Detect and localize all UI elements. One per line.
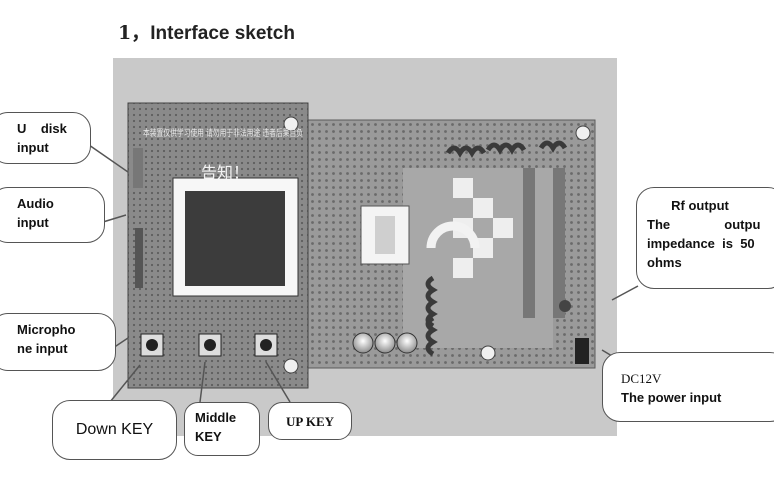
microphone-line1: Micropho [17,322,76,337]
down-key-callout: Down KEY [52,400,177,460]
u-disk-line1: U disk [17,121,67,136]
rf-output-line2: impedance is 50 [647,236,755,251]
audio-input-callout: Audio input [0,187,105,243]
board-silkscreen-text: 本装置仅供学习使用 请勿用于非法用途 违者后果自负 [143,127,303,139]
power-input-label: The power input [621,390,722,405]
audio-line1: Audio [17,196,54,211]
middle-key-line1: Middle [195,410,237,425]
rf-board [282,119,596,369]
rf-output-callout: Rf output The outpu impedance is 50 ohms [636,187,774,289]
power-input-callout: DC12V The power input [602,352,774,422]
section-title: Interface sketch [150,23,295,44]
dc-voltage-label: DC12V [621,371,662,386]
microphone-line2: ne input [17,341,68,356]
down-key-button [140,333,164,357]
rf-output-line1: The outpu [647,217,761,232]
up-key-callout: UP KEY [268,402,352,440]
lcd-screen [185,191,285,286]
middle-key-callout: Middle KEY [184,402,260,456]
rf-output-line3: ohms [647,255,682,270]
middle-key-button [198,333,222,357]
up-key-label: UP KEY [285,414,335,429]
section-separator: ， [131,23,151,44]
control-board [127,102,309,389]
rf-output-title: Rf output [671,198,729,213]
lcd-warning-label: 告知！ [201,163,249,182]
section-number: 1 [118,22,132,44]
u-disk-line2: input [17,140,49,155]
section-heading: 1，Interface sketch [118,18,295,45]
board-photo: 告知！ 本装置仅供学习使用 请勿用于非法用途 违者后果自负 [113,58,617,436]
audio-line2: input [17,215,49,230]
u-disk-input-callout: U disk input [0,112,91,164]
up-key-button [254,333,278,357]
down-key-label: Down KEY [75,421,154,438]
middle-key-line2: KEY [195,429,222,444]
microphone-input-callout: Micropho ne input [0,313,116,371]
